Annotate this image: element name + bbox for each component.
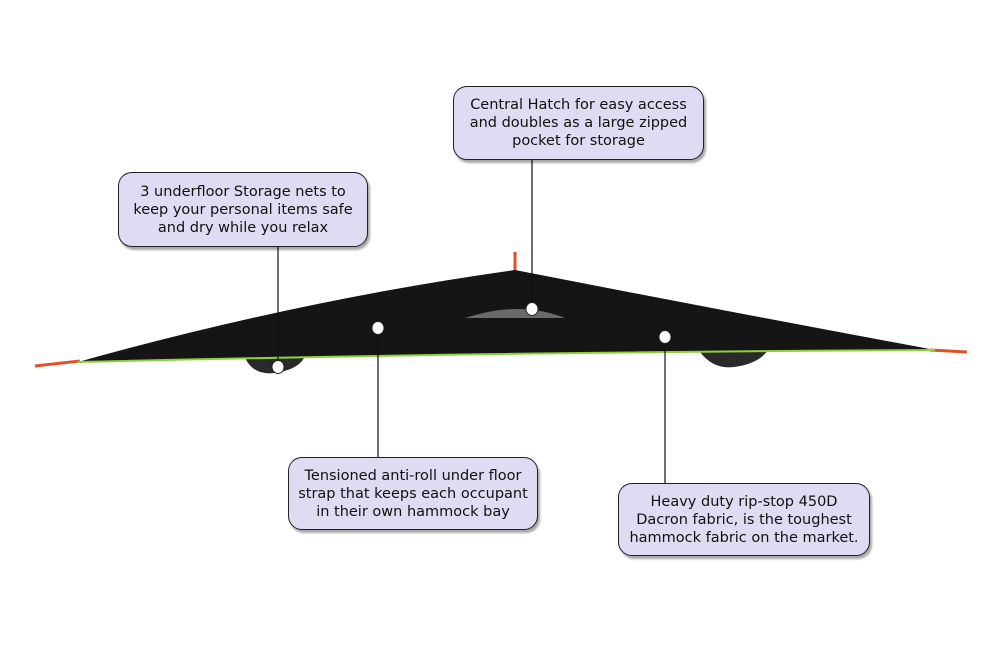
left-strap [34, 359, 81, 368]
callout-dots [271, 302, 672, 374]
hatch-mesh [465, 309, 565, 318]
tree-tent-hammock [34, 252, 968, 374]
green-edge-trim [77, 349, 936, 363]
storage-net-right [700, 350, 768, 368]
leader-lines [277, 160, 666, 483]
callout-fabric: Heavy duty rip-stop 450D Dacron fabric, … [618, 483, 870, 556]
right-strap [929, 348, 968, 354]
callout-storage-nets: 3 underfloor Storage nets to keep your p… [118, 172, 368, 247]
callout-central-hatch: Central Hatch for easy access and double… [453, 86, 704, 160]
callout-anti-roll-strap: Tensioned anti-roll under floor strap th… [288, 457, 538, 530]
